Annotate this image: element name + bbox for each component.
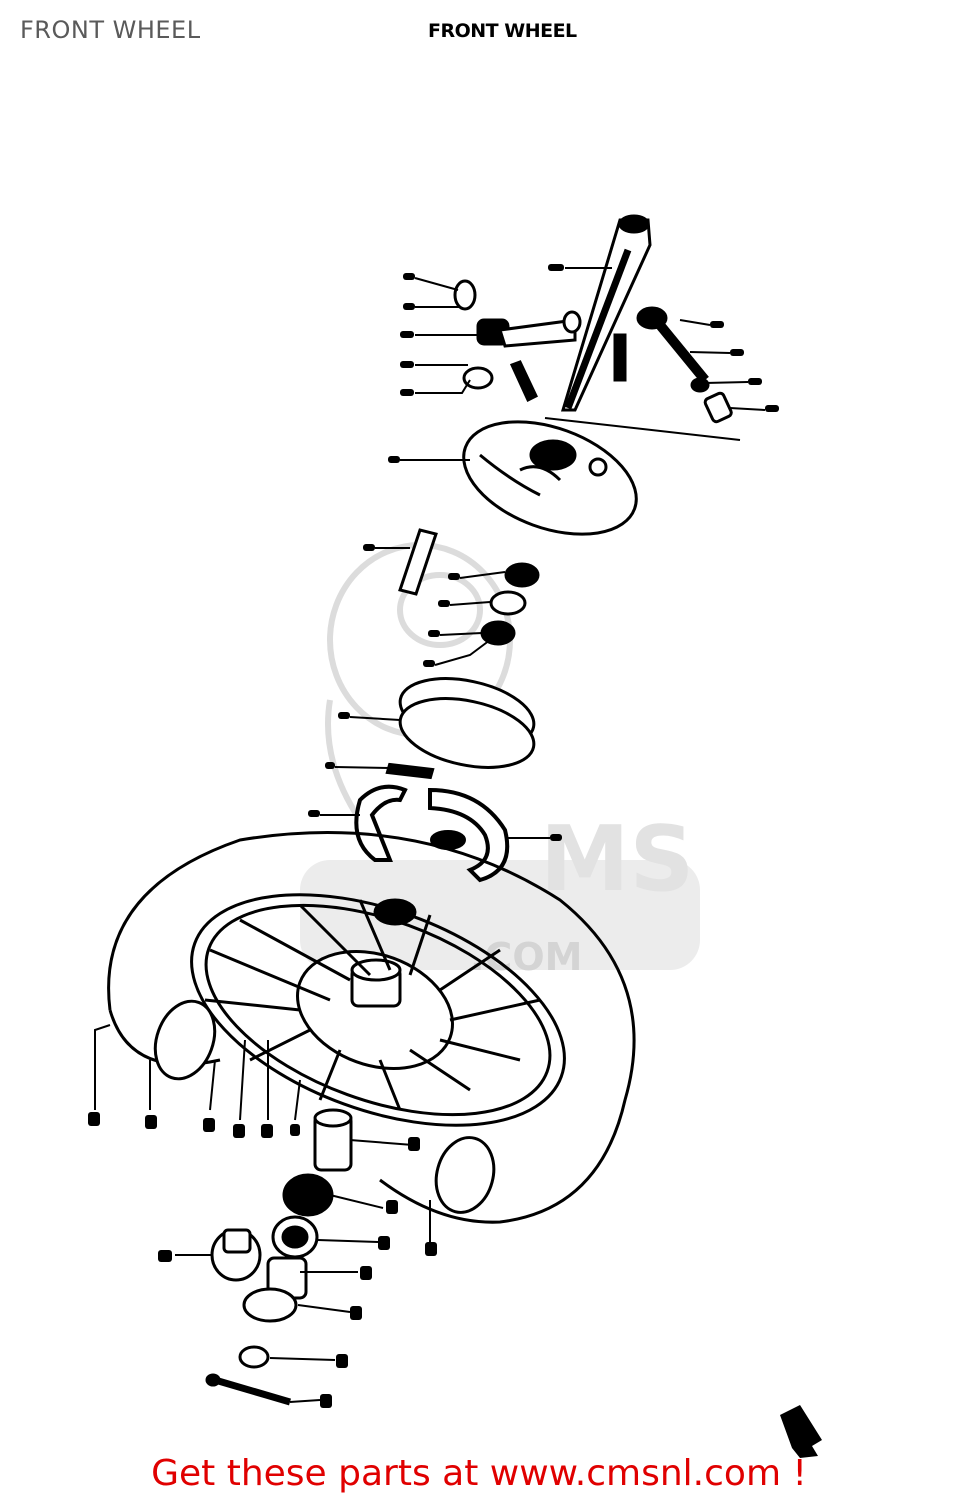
- page-title: FRONT WHEEL: [20, 16, 201, 44]
- cmsnl-parts-link[interactable]: Get these parts at www.cmsnl.com !: [151, 1453, 807, 1494]
- direction-arrow: [780, 1405, 822, 1458]
- spacer-ring: [398, 677, 536, 769]
- front-axle: [560, 214, 652, 412]
- lower-hub-parts: [205, 1108, 353, 1406]
- speedometer-gear-set: [636, 306, 733, 424]
- svg-text:MS: MS: [540, 807, 694, 912]
- callout-markers: [88, 264, 779, 1408]
- brake-panel-seal-bearing: [398, 528, 540, 646]
- brake-panel: [462, 420, 638, 536]
- diagram-heading: FRONT WHEEL: [428, 20, 577, 42]
- brake-cam-lever: [453, 279, 627, 403]
- wheel-assembly: [107, 831, 636, 1224]
- brake-shoes: [354, 762, 510, 883]
- callout-leaders: [94, 267, 766, 1403]
